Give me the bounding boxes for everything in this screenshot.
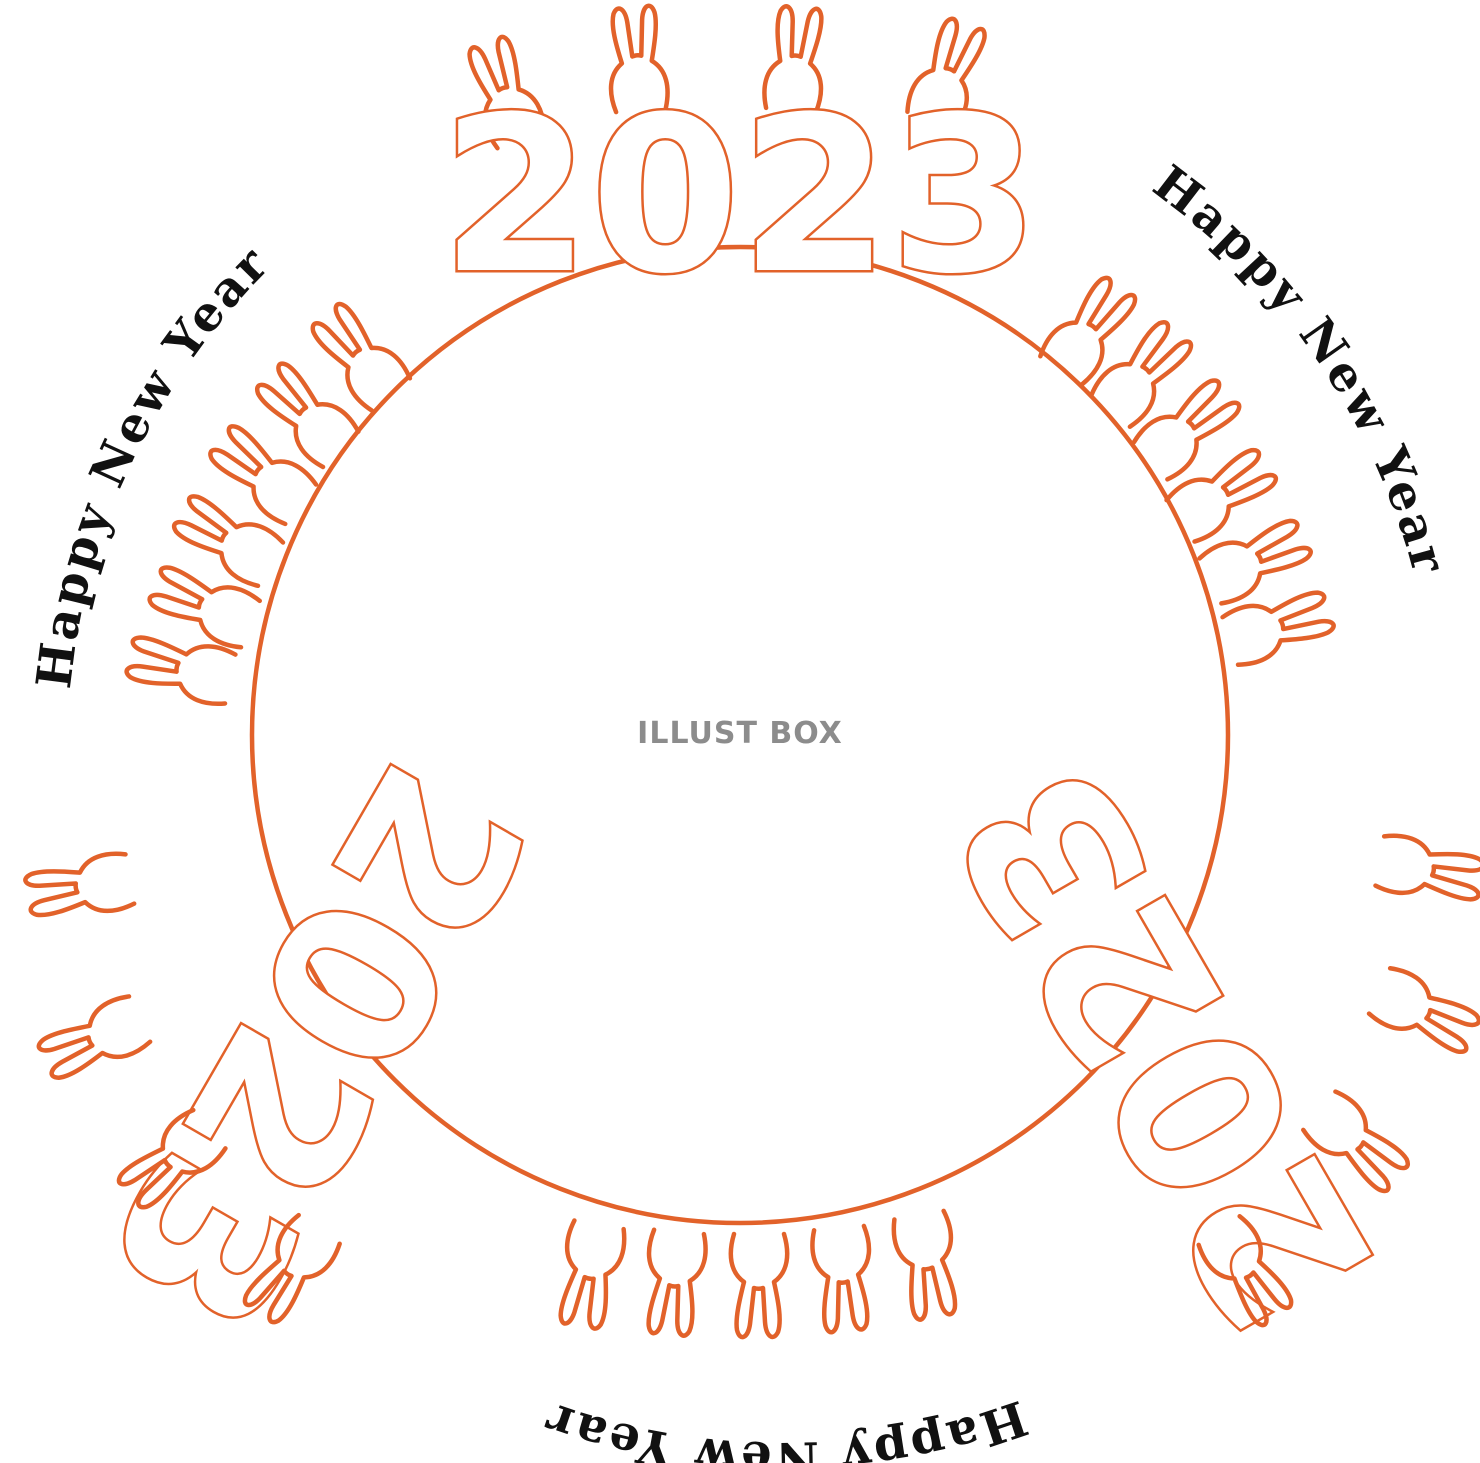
bunny-cluster-bottom [553, 1210, 964, 1337]
greeting-bottom: Happy New Year [536, 1389, 1034, 1463]
year-lower-right-group: 2023 [905, 723, 1480, 1372]
year-lower-right-text: 2023 [907, 725, 1424, 1369]
year-top-text: 2023 [441, 70, 1039, 321]
year-top-group: 2023 [438, 5, 1042, 324]
watermark-text: ILLUST BOX [637, 716, 843, 751]
year-lower-left-group: 2023 [23, 723, 575, 1372]
central-circle-frame [249, 244, 1231, 1226]
year-lower-left-text: 2023 [56, 725, 573, 1369]
greeting-top-right: Happy New Year [1143, 155, 1458, 581]
